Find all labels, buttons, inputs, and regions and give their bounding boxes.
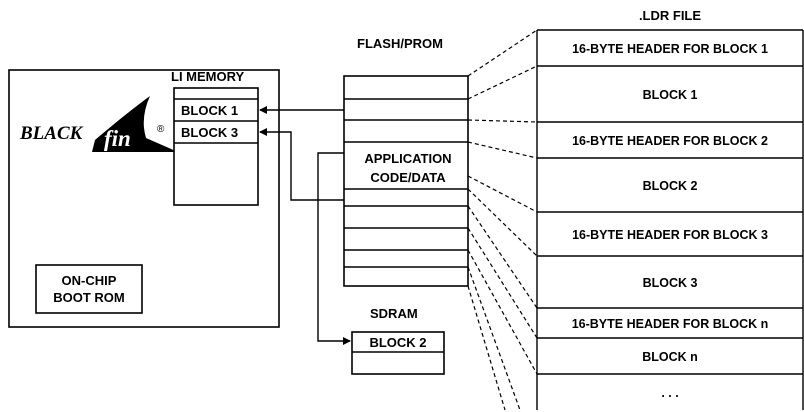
ldr-row-label: BLOCK n	[642, 350, 698, 364]
l1-block-3-label: BLOCK 3	[181, 125, 238, 140]
logo-text-black: BLACK	[19, 123, 84, 144]
ldr-file-title: .LDR FILE	[639, 8, 701, 23]
logo-fin-shape	[92, 96, 178, 152]
logo-registered-mark: ®	[157, 124, 165, 135]
flash-app-label-line2: CODE/DATA	[370, 170, 446, 185]
ldr-row-label: BLOCK 2	[643, 179, 698, 193]
ldr-expansion-lines	[467, 29, 538, 411]
ldr-row-label: 16-BYTE HEADER FOR BLOCK 1	[572, 42, 768, 56]
ldr-row-label: 16-BYTE HEADER FOR BLOCK 3	[572, 228, 768, 242]
ldr-file-table: 16-BYTE HEADER FOR BLOCK 1 BLOCK 1 16-BYTE…	[536, 29, 804, 410]
flash-title: FLASH/PROM	[357, 36, 443, 51]
boot-rom-box	[35, 264, 143, 314]
logo-text-fin: fin	[104, 126, 131, 151]
arrow-block-2	[317, 152, 351, 345]
blackfin-logo: BLACK fin ®	[19, 96, 178, 152]
ldr-row-label: 16-BYTE HEADER FOR BLOCK n	[572, 317, 769, 331]
l1-memory-title: LI MEMORY	[171, 69, 245, 84]
flash-dividers	[344, 98, 468, 268]
ldr-row-label: BLOCK 1	[643, 88, 698, 102]
ldr-row-label: BLOCK 3	[643, 276, 698, 290]
boot-rom-label-line2: BOOT ROM	[53, 290, 125, 305]
load-arrows	[259, 106, 351, 345]
sdram-title: SDRAM	[370, 306, 418, 321]
flash-app-label-line1: APPLICATION	[364, 151, 451, 166]
ldr-row-label: 16-BYTE HEADER FOR BLOCK 2	[572, 134, 768, 148]
boot-rom-label-line1: ON-CHIP	[62, 273, 117, 288]
sdram-box	[351, 331, 445, 375]
l1-block-1-label: BLOCK 1	[181, 103, 238, 118]
flash-box	[343, 75, 469, 287]
ldr-row-label: . . .	[661, 386, 678, 400]
l1-memory-box	[173, 87, 259, 206]
sdram-block-label: BLOCK 2	[369, 335, 426, 350]
